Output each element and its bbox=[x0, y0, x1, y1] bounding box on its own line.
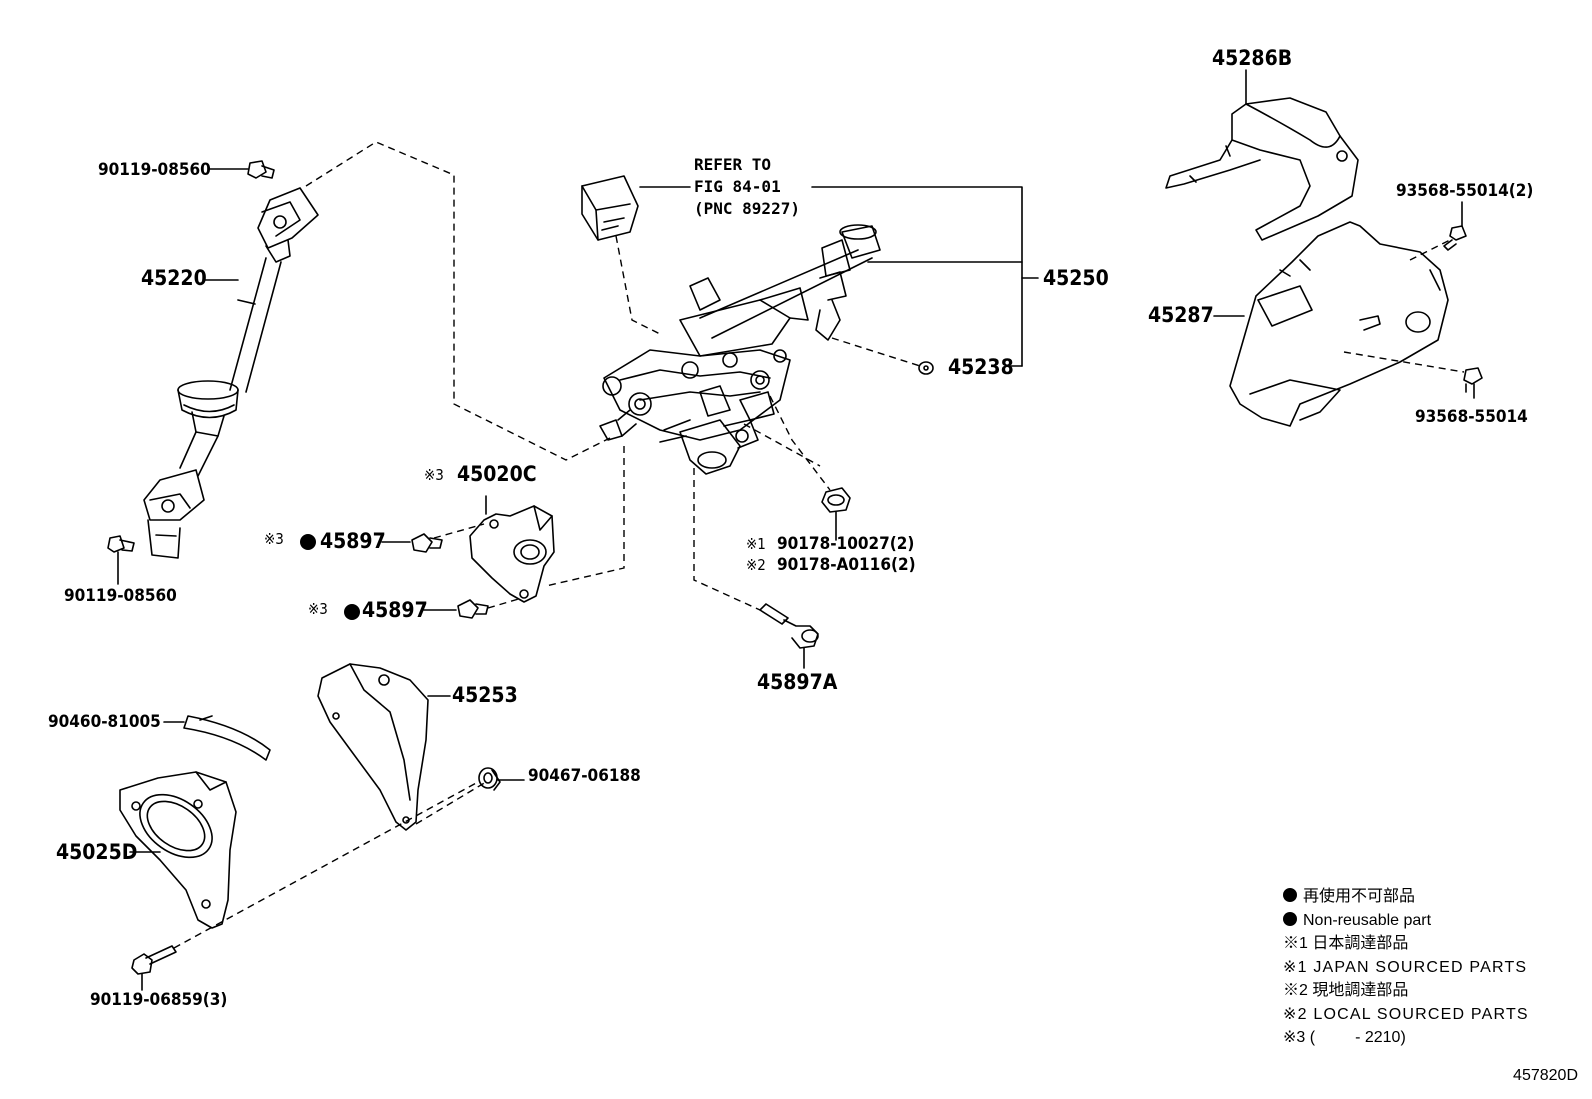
legend: 再使用不可部品 Non-reusable part ※1 日本調達部品 ※1 J… bbox=[1283, 885, 1529, 1050]
label-column-assy: 45250 bbox=[1043, 266, 1109, 290]
label-clamp: 90460-81005 bbox=[48, 712, 161, 732]
label-clip-45238: 45238 bbox=[948, 355, 1014, 379]
label-bolt-a: 45897 bbox=[320, 529, 386, 553]
label-shaft: 45220 bbox=[141, 266, 207, 290]
label-bolt-45897a: 45897A bbox=[757, 670, 838, 694]
non-reusable-dot bbox=[300, 534, 316, 550]
label-shaft-top-bolt: 90119-08560 bbox=[98, 160, 211, 180]
legend-item: Non-reusable part bbox=[1283, 909, 1529, 933]
label-refer-line1: REFER TO bbox=[694, 155, 772, 174]
label-screw-lower: 93568-55014 bbox=[1415, 407, 1528, 427]
module-drawing bbox=[581, 175, 639, 241]
nut-drawing bbox=[821, 487, 851, 513]
boot-drawing bbox=[119, 771, 237, 929]
label-clip-90467: 90467-06188 bbox=[528, 766, 641, 786]
lower-cover-drawing bbox=[1229, 221, 1449, 427]
diagram-code: 457820D bbox=[1513, 1067, 1578, 1084]
label-bolt-a-mark: ※3 bbox=[264, 530, 284, 548]
label-nut-line1: 90178-10027(2) bbox=[777, 534, 915, 554]
label-lock-body: 45020C bbox=[457, 462, 537, 486]
legend-item: ※3 ( - 2210) bbox=[1283, 1029, 1406, 1046]
screw-upper-drawing bbox=[1443, 225, 1467, 251]
clamp-drawing bbox=[183, 715, 271, 761]
label-lock-body-mark: ※3 bbox=[424, 466, 444, 484]
legend-item: ※1 日本調達部品 bbox=[1283, 935, 1409, 952]
label-nut-line1-mark: ※1 bbox=[746, 535, 766, 553]
boot-bolt-drawing bbox=[131, 945, 177, 975]
bolt-bottom-drawing bbox=[107, 535, 135, 553]
label-boot-bolt: 90119-06859(3) bbox=[90, 990, 228, 1010]
label-cover-45253: 45253 bbox=[452, 683, 518, 707]
clip-90467-drawing bbox=[478, 767, 501, 791]
label-shaft-bottom-bolt: 90119-08560 bbox=[64, 586, 177, 606]
label-cover-upper: 45286B bbox=[1212, 46, 1293, 70]
legend-item: 再使用不可部品 bbox=[1283, 885, 1529, 909]
clip-45238-drawing bbox=[918, 361, 934, 375]
bolt-b-drawing bbox=[457, 599, 489, 619]
legend-item: ※2 LOCAL SOURCED PARTS bbox=[1283, 1005, 1529, 1023]
label-nut-line2: 90178-A0116(2) bbox=[777, 555, 916, 575]
upper-cover-drawing bbox=[1165, 97, 1359, 241]
intermediate-shaft-drawing bbox=[143, 187, 319, 559]
legend-item: ※1 JAPAN SOURCED PARTS bbox=[1283, 958, 1528, 976]
bolt-top-drawing bbox=[247, 160, 275, 179]
label-boot: 45025D bbox=[56, 840, 138, 864]
label-bolt-b: 45897 bbox=[362, 598, 428, 622]
screw-lower-drawing bbox=[1463, 367, 1483, 393]
label-screw-upper: 93568-55014(2) bbox=[1396, 181, 1534, 201]
label-nut-line2-mark: ※2 bbox=[746, 556, 766, 574]
lock-body-drawing bbox=[469, 505, 555, 603]
steering-column-drawing bbox=[599, 224, 881, 475]
bullet-icon bbox=[1283, 911, 1297, 926]
legend-item: ※2 現地調達部品 bbox=[1283, 982, 1409, 999]
bolt-a-drawing bbox=[411, 533, 443, 553]
label-bolt-b-mark: ※3 bbox=[308, 600, 328, 618]
cover-45253-drawing bbox=[317, 663, 429, 831]
bolt-45897a-drawing bbox=[759, 603, 819, 649]
label-refer-line2: FIG 84-01 bbox=[694, 177, 781, 196]
label-cover-lower: 45287 bbox=[1148, 303, 1214, 327]
label-refer-line3: (PNC 89227) bbox=[694, 199, 800, 218]
bullet-icon bbox=[1283, 888, 1297, 902]
non-reusable-dot bbox=[344, 604, 360, 620]
